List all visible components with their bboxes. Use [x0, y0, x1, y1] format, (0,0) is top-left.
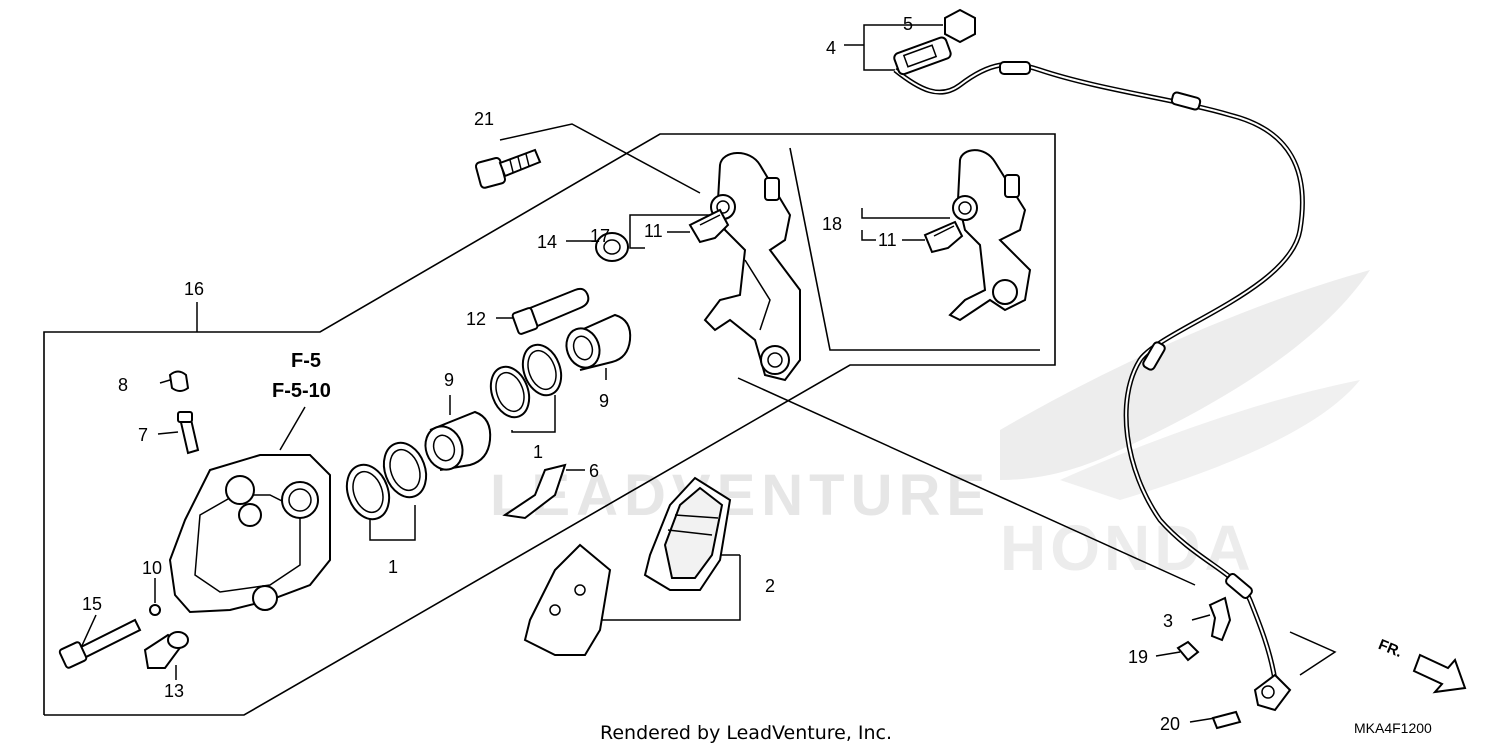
pin-bolt-15: [58, 618, 142, 669]
mounting-bolt-21: [474, 148, 542, 189]
callout-11: 11: [644, 221, 663, 241]
wheel-speed-sensor: [1253, 673, 1292, 712]
brake-pads-2: [523, 476, 732, 656]
abs-sensor-cable: [893, 61, 1305, 681]
sensor-bracket-3: [1208, 596, 1232, 642]
diagram-code: MKA4F1200: [1354, 720, 1432, 736]
callout-4: 4: [826, 38, 836, 58]
callout-15: 15: [82, 594, 102, 614]
front-direction-arrow: [1412, 653, 1467, 694]
pad-spring-11a: [688, 208, 730, 244]
callout-1: 1: [533, 442, 543, 462]
callout-5: 5: [903, 14, 913, 34]
section-ref-f5: F-5: [291, 350, 321, 372]
callout-16: 16: [184, 279, 204, 299]
callout-8: 8: [118, 375, 128, 395]
bolt-20: [1211, 710, 1242, 730]
piston-9b: [565, 313, 632, 371]
slide-pin-12: [511, 287, 590, 335]
callout-21: 21: [474, 109, 494, 129]
callout-17: 17: [590, 226, 610, 246]
callout-12: 12: [466, 309, 486, 329]
section-ref-f5-10: F-5-10: [272, 380, 331, 402]
callout-13: 13: [164, 681, 184, 701]
honda-watermark-text: HONDA: [1000, 512, 1255, 584]
callout-6: 6: [589, 461, 599, 481]
pad-spring-11b: [923, 220, 964, 254]
cable-clip-5: [944, 8, 976, 44]
boot-14: [595, 232, 629, 262]
pad-retainer-6: [502, 463, 567, 520]
callout-2: 2: [765, 576, 775, 596]
callout-19: 19: [1128, 647, 1148, 667]
piston-seal-1b: [489, 343, 563, 419]
direction-label: FR.: [1376, 636, 1405, 661]
leadventure-watermark: LEADVENTURE: [490, 463, 991, 528]
bleeder-valve-7: [177, 411, 200, 455]
callout-9: 9: [599, 391, 609, 411]
callout-9: 9: [444, 370, 454, 390]
callout-20: 20: [1160, 714, 1180, 734]
caliper-body-16: [168, 454, 331, 614]
caliper-bracket-18: [948, 149, 1032, 322]
bracket-sub-outline: [789, 147, 1040, 351]
rendered-by-footer: Rendered by LeadVenture, Inc.: [600, 722, 892, 744]
caliper-bracket-17: [703, 152, 801, 382]
callout-18: 18: [822, 214, 842, 234]
callout-7: 7: [138, 425, 148, 445]
leader-lines: [79, 24, 1337, 723]
caliper-assembly-outline: [43, 133, 1056, 716]
callout-10: 10: [142, 558, 162, 578]
callout-3: 3: [1163, 611, 1173, 631]
abs-connector: [893, 36, 952, 76]
bleeder-cap-8: [168, 370, 190, 392]
bolt-19: [1176, 640, 1200, 662]
callout-labels: 1 1 2 3 4 5 6 7 8 9 9 10 11 11 12 13 14 …: [82, 14, 1180, 734]
callout-11: 11: [878, 230, 897, 250]
callout-14: 14: [537, 232, 557, 252]
callout-1: 1: [388, 557, 398, 577]
piston-9a: [424, 410, 492, 471]
piston-seal-1a: [345, 441, 428, 521]
o-ring-10: [149, 604, 161, 616]
bolt-13: [143, 631, 189, 669]
